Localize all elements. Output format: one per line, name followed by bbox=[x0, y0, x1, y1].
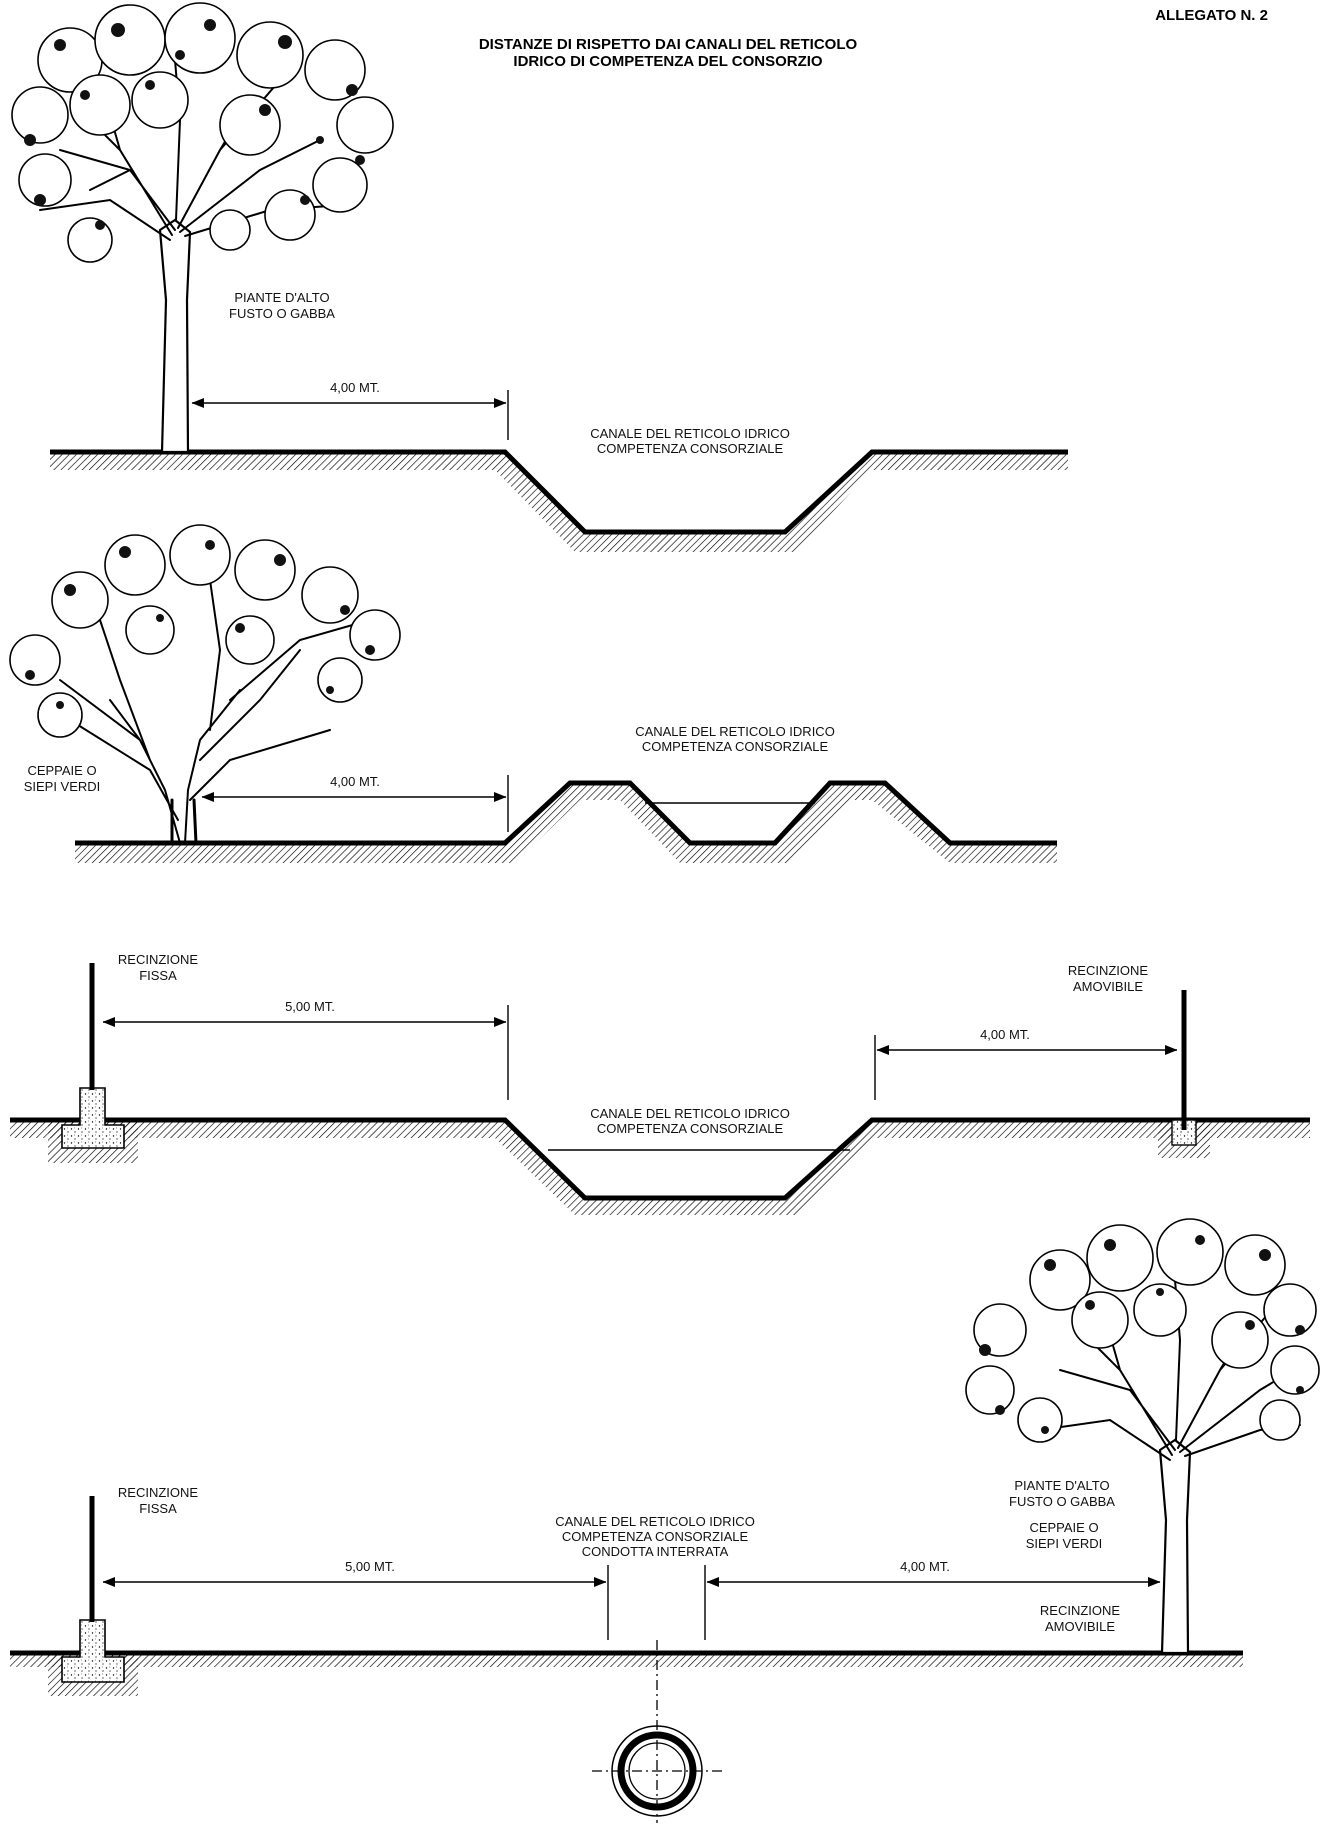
canal-label-3-line2: COMPETENZA CONSORZIALE bbox=[597, 1121, 784, 1136]
removable-fence-label-line1: RECINZIONE bbox=[1068, 963, 1149, 978]
distance-label-2: 4,00 MT. bbox=[330, 774, 380, 789]
hedge-label-line1: CEPPAIE O bbox=[27, 763, 96, 778]
distance-label-1: 4,00 MT. bbox=[330, 380, 380, 395]
canal-label-1-line1: CANALE DEL RETICOLO IDRICO bbox=[590, 426, 790, 441]
removable-fence-label-line2: AMOVIBILE bbox=[1073, 979, 1143, 994]
plant-label-line2: FUSTO O GABBA bbox=[229, 306, 335, 321]
plant-label-line1: PIANTE D'ALTO bbox=[234, 290, 329, 305]
section-3: RECINZIONE FISSA RECINZIONE AMOVIBILE 5,… bbox=[10, 952, 1310, 1215]
section-2: CEPPAIE O SIEPI VERDI 4,00 MT. CANALE DE… bbox=[9, 524, 1057, 863]
tall-tree-2 bbox=[965, 1218, 1320, 1655]
hedge-label-line1: CEPPAIE O bbox=[1029, 1520, 1098, 1535]
plant-label-line1: PIANTE D'ALTO bbox=[1014, 1478, 1109, 1493]
section-1: PIANTE D'ALTO FUSTO O GABBA 4,00 MT. CAN… bbox=[11, 2, 1068, 552]
canal-3-profile bbox=[10, 1117, 1310, 1201]
distance-label-4-left: 5,00 MT. bbox=[345, 1559, 395, 1574]
distance-label-4-right: 4,00 MT. bbox=[900, 1559, 950, 1574]
tall-tree-1 bbox=[11, 2, 394, 454]
canal-1-profile bbox=[50, 449, 1068, 535]
fixed-fence-label-line2: FISSA bbox=[139, 1501, 177, 1516]
fixed-fence-label-line1: RECINZIONE bbox=[118, 952, 199, 967]
drawing-title-line2: IDRICO DI COMPETENZA DEL CONSORZIO bbox=[513, 53, 823, 70]
distance-label-3-left: 5,00 MT. bbox=[285, 999, 335, 1014]
canal-label-3-line1: CANALE DEL RETICOLO IDRICO bbox=[590, 1106, 790, 1121]
drawing-title-line1: DISTANZE DI RISPETTO DAI CANALI DEL RETI… bbox=[479, 36, 858, 53]
fixed-fence-3 bbox=[48, 963, 138, 1163]
canal-label-2-line1: CANALE DEL RETICOLO IDRICO bbox=[635, 724, 835, 739]
fixed-fence-label-line1: RECINZIONE bbox=[118, 1485, 199, 1500]
distance-label-3-right: 4,00 MT. bbox=[980, 1027, 1030, 1042]
removable-fence-3 bbox=[1158, 990, 1210, 1158]
canal-label-4-line1: CANALE DEL RETICOLO IDRICO bbox=[555, 1514, 755, 1529]
fixed-fence-label-line2: FISSA bbox=[139, 968, 177, 983]
removable-fence-label-line1: RECINZIONE bbox=[1040, 1603, 1121, 1618]
fixed-fence-4 bbox=[48, 1496, 138, 1696]
buried-pipe bbox=[592, 1640, 722, 1823]
canal-label-4-line2: COMPETENZA CONSORZIALE bbox=[562, 1529, 749, 1544]
canal-label-2-line2: COMPETENZA CONSORZIALE bbox=[642, 739, 829, 754]
hedge-label-line2: SIEPI VERDI bbox=[1026, 1536, 1103, 1551]
hedge-label-line2: SIEPI VERDI bbox=[24, 779, 101, 794]
hedge-tree bbox=[9, 524, 401, 845]
removable-fence-label-line2: AMOVIBILE bbox=[1045, 1619, 1115, 1634]
canal-label-4-line3: CONDOTTA INTERRATA bbox=[582, 1544, 729, 1559]
section-4: RECINZIONE FISSA PIANTE D'ALTO FUSTO O G… bbox=[10, 1218, 1320, 1823]
canal-2-profile bbox=[75, 780, 1057, 846]
plant-label-line2: FUSTO O GABBA bbox=[1009, 1494, 1115, 1509]
allegato-label: ALLEGATO N. 2 bbox=[1155, 7, 1268, 24]
canal-label-1-line2: COMPETENZA CONSORZIALE bbox=[597, 441, 784, 456]
